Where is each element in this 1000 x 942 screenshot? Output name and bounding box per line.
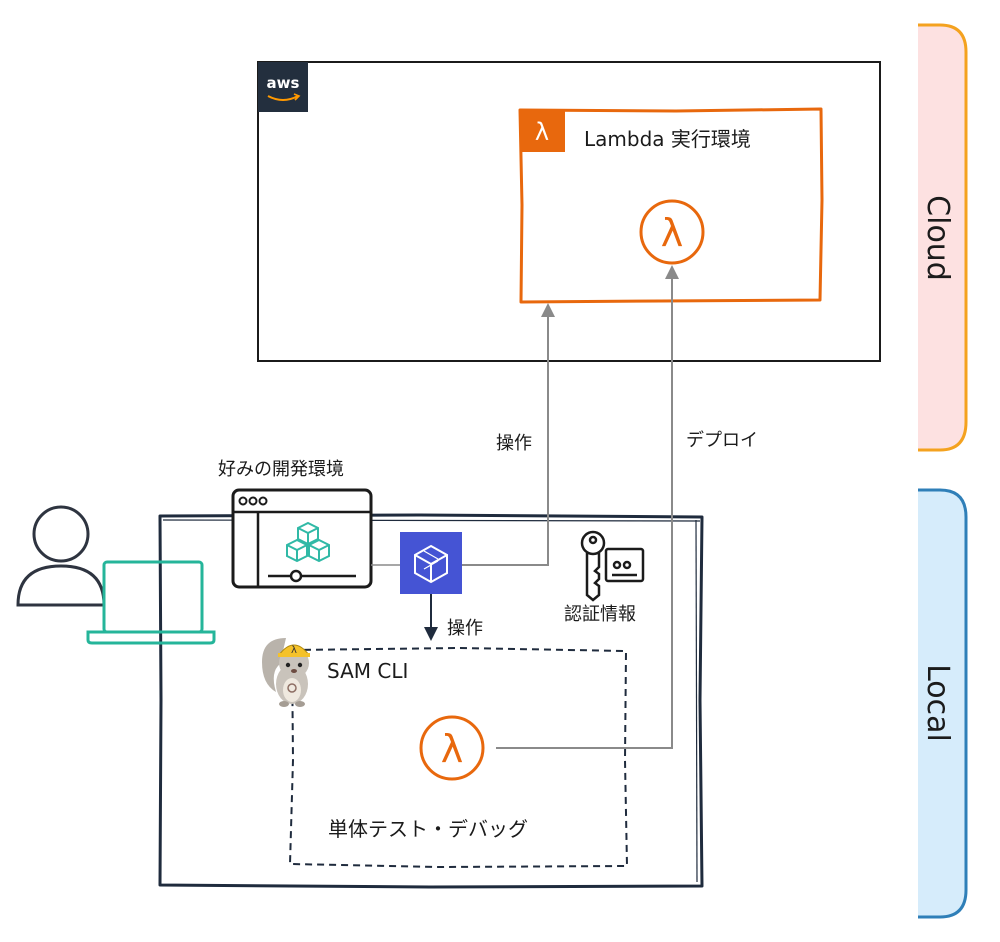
- local-environment-box: [158, 513, 704, 889]
- sam-squirrel-icon: λ: [262, 638, 311, 707]
- credentials-label: 認証情報: [564, 604, 636, 625]
- ide-window-icon: [231, 488, 373, 589]
- svg-text:aws: aws: [267, 74, 300, 92]
- svg-text:λ: λ: [291, 645, 297, 656]
- unit-test-label: 単体テスト・デバッグ: [328, 817, 528, 841]
- lambda-environment-badge-icon: λ: [520, 110, 565, 152]
- aws-logo-icon: aws: [258, 62, 308, 112]
- cloud-zone-band: Cloud: [918, 23, 968, 452]
- key-certificate-icon: [580, 530, 645, 602]
- local-zone-label: Local: [920, 664, 955, 742]
- svg-text:λ: λ: [661, 211, 684, 255]
- laptop-icon: [86, 560, 216, 645]
- deploy-label: デプロイ: [686, 430, 758, 451]
- svg-text:λ: λ: [535, 118, 549, 146]
- local-zone-band: Local: [918, 488, 968, 919]
- ide-label: 好みの開発環境: [218, 459, 344, 480]
- operate-up-label: 操作: [496, 433, 532, 454]
- lambda-icon: λ: [419, 715, 485, 781]
- operate-down-label: 操作: [447, 618, 483, 639]
- aws-toolkit-icon: [400, 532, 462, 594]
- user-icon: [16, 505, 106, 607]
- svg-text:λ: λ: [441, 727, 464, 771]
- lambda-environment-box: [518, 107, 824, 304]
- cloud-zone-label: Cloud: [920, 195, 955, 281]
- lambda-icon: λ: [639, 199, 705, 265]
- sam-cli-label: SAM CLI: [327, 659, 408, 683]
- lambda-environment-label: Lambda 実行環境: [584, 127, 751, 151]
